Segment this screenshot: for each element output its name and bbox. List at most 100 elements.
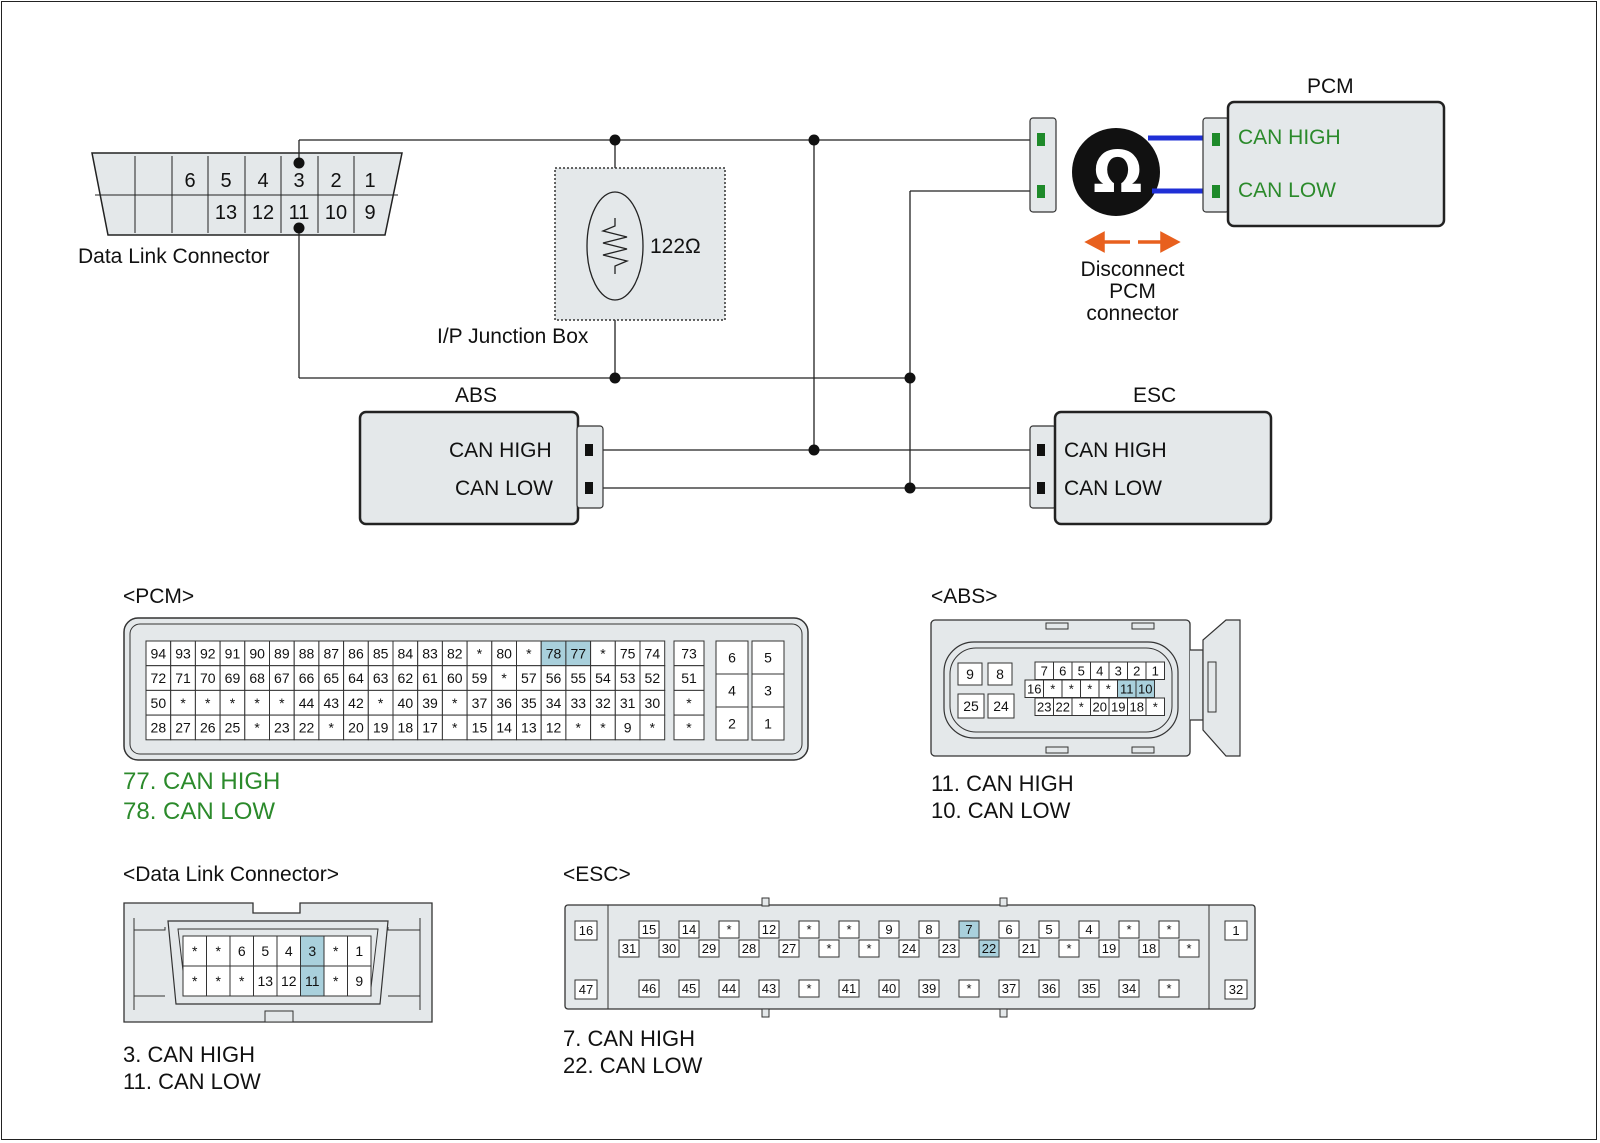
svg-text:85: 85 [373, 645, 389, 661]
svg-text:*: * [1166, 981, 1171, 996]
esc-module [1053, 410, 1273, 526]
svg-text:19: 19 [373, 719, 389, 735]
dlc-pin-1: 1 [364, 170, 376, 192]
svg-text:40: 40 [398, 695, 414, 711]
svg-text:11: 11 [1120, 681, 1134, 696]
pcm-pin: 94 [145, 640, 172, 667]
svg-text:74: 74 [645, 645, 661, 661]
svg-text:80: 80 [496, 645, 512, 661]
svg-text:*: * [501, 670, 507, 686]
dlc-pin-5: 5 [220, 170, 232, 192]
esc-pin: 24 [898, 939, 920, 958]
svg-text:39: 39 [422, 695, 438, 711]
svg-text:92: 92 [200, 645, 216, 661]
abs-pin: 18 [1127, 697, 1147, 716]
esc-pin: * [1158, 920, 1180, 939]
pcm-pin: 67 [269, 665, 295, 691]
svg-text:44: 44 [299, 695, 315, 711]
esc-pin: 46 [638, 979, 660, 998]
svg-text:50: 50 [151, 695, 167, 711]
svg-text:12: 12 [281, 973, 297, 989]
pcm-pin: 42 [343, 689, 369, 716]
esc-pin: 27 [778, 939, 800, 958]
dlc-view-pin: 13 [253, 965, 278, 997]
svg-text:9: 9 [966, 666, 974, 682]
svg-text:25: 25 [225, 719, 241, 735]
svg-text:28: 28 [742, 941, 756, 956]
svg-text:5: 5 [261, 943, 269, 959]
svg-text:6: 6 [1059, 663, 1066, 678]
svg-text:*: * [1106, 681, 1111, 696]
svg-text:1: 1 [1152, 663, 1159, 678]
pcm-pin: * [491, 665, 517, 691]
svg-text:19: 19 [1102, 941, 1116, 956]
svg-text:*: * [846, 922, 851, 937]
svg-text:12: 12 [546, 719, 562, 735]
svg-text:32: 32 [595, 695, 611, 711]
abs-can-high: CAN HIGH [449, 439, 552, 462]
svg-text:*: * [1079, 699, 1084, 714]
abs-pin: 10 [1135, 679, 1155, 698]
svg-text:7: 7 [965, 922, 972, 937]
svg-text:44: 44 [722, 981, 736, 996]
abs-pin: 5 [1071, 661, 1091, 680]
svg-text:22: 22 [982, 941, 996, 956]
svg-text:*: * [180, 695, 186, 711]
pcm-pin: 6 [715, 640, 749, 675]
pcm-pin: 84 [392, 640, 419, 667]
svg-text:47: 47 [579, 982, 593, 997]
esc-pin: * [858, 939, 880, 958]
dlc-view-pin: 4 [276, 935, 301, 967]
pcm-pin: 56 [540, 665, 567, 691]
svg-text:15: 15 [472, 719, 488, 735]
pcm-pin: * [590, 714, 616, 741]
svg-text:67: 67 [274, 670, 290, 686]
pcm-pin: 93 [170, 640, 196, 667]
svg-text:75: 75 [620, 645, 636, 661]
svg-text:42: 42 [348, 695, 364, 711]
pcm-pin: 75 [614, 640, 641, 667]
pcm-pin: * [639, 714, 666, 741]
abs-pin: 25 [957, 693, 985, 719]
dlc-view-pin: 12 [276, 965, 301, 997]
esc-pin: 22 [978, 939, 1000, 958]
esc-pin: 47 [574, 979, 598, 1000]
svg-text:14: 14 [682, 922, 696, 937]
pcm-pin: 18 [392, 714, 419, 741]
esc-pin: 44 [718, 979, 740, 998]
svg-text:*: * [576, 719, 582, 735]
pcm-pin: * [466, 640, 493, 667]
pcm-pin: 57 [516, 665, 542, 691]
pcm-pin: 34 [540, 689, 567, 716]
svg-text:*: * [477, 645, 483, 661]
pcm-pin: 35 [516, 689, 542, 716]
abs-pin: 24 [987, 693, 1015, 719]
abs-pin: * [1071, 697, 1091, 716]
abs-pin: 20 [1090, 697, 1110, 716]
pcm-pin: * [219, 689, 246, 716]
dlc-label: Data Link Connector [78, 245, 270, 268]
dlc-pin-13: 13 [214, 202, 238, 224]
esc-pin: 30 [658, 939, 680, 958]
pcm-pin: 61 [417, 665, 443, 691]
pcm-pin: 5 [751, 640, 785, 675]
pcm-can-low: CAN LOW [1238, 179, 1337, 202]
esc-pin: 4 [1078, 920, 1100, 939]
svg-text:*: * [205, 695, 211, 711]
pcm-pin: * [318, 714, 345, 741]
pcm-pin: * [367, 689, 394, 716]
pcm-pin: 12 [540, 714, 567, 741]
dlc-pin-2: 2 [330, 170, 342, 192]
svg-text:*: * [254, 719, 260, 735]
esc-pin: 1 [1224, 920, 1248, 941]
abs-pin: 2 [1127, 661, 1147, 680]
esc-pin: 6 [998, 920, 1020, 939]
svg-text:*: * [378, 695, 384, 711]
pcm-pin: * [516, 640, 542, 667]
pcm-pin: 54 [590, 665, 616, 691]
svg-text:*: * [1069, 681, 1074, 696]
pcm-pin: 17 [417, 714, 443, 741]
svg-text:*: * [192, 973, 198, 989]
abs-module [358, 410, 580, 526]
svg-text:9: 9 [355, 973, 363, 989]
